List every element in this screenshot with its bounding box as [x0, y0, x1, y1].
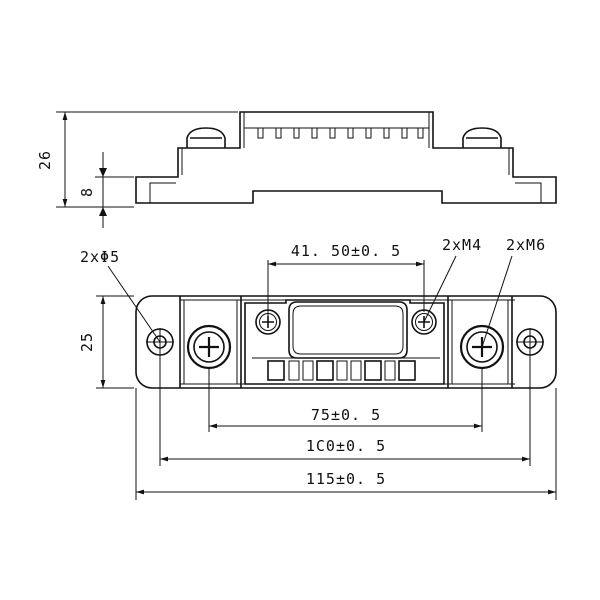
side-connector-pins: [244, 127, 429, 139]
dim-41-label: 41. 50±0. 5: [291, 242, 401, 260]
top-body-outline: [135, 295, 557, 389]
m6-screw-left: [186, 324, 232, 370]
side-body-outline: [135, 111, 557, 204]
top-section-lines: [179, 296, 513, 388]
m6-label: 2xM6: [506, 236, 546, 254]
dim-8-label: 8: [78, 187, 96, 197]
side-screw-head-right: [462, 127, 502, 148]
dim-26-label: 26: [36, 150, 54, 170]
dim-115-label: 115±0. 5: [306, 470, 386, 488]
hole-label: 2xΦ5: [80, 248, 120, 266]
top-view: 2xΦ5 2xM4 2xM6 25 41. 50±0. 5 75±0. 5 1C…: [78, 236, 557, 500]
dim-75-label: 75±0. 5: [311, 406, 381, 424]
m4-label: 2xM4: [442, 236, 482, 254]
mounting-hole-right: [516, 328, 544, 356]
side-inner-lines: [149, 112, 542, 203]
side-screw-head-left: [186, 127, 226, 148]
dim-100-label: 1C0±0. 5: [306, 437, 386, 455]
side-view: 26 8: [36, 111, 557, 228]
dim-25-label: 25: [78, 332, 96, 352]
connector-housing: [244, 299, 445, 385]
